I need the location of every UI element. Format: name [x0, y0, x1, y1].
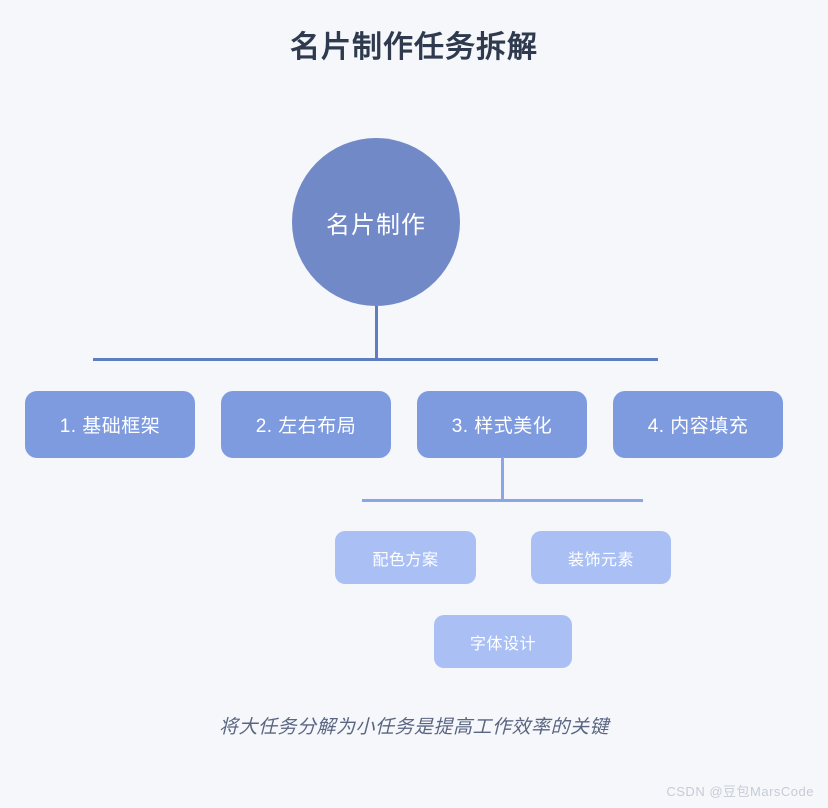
level2-node-2[interactable]: 装饰元素	[531, 531, 671, 584]
connector-level2-stem	[501, 457, 504, 501]
connector-level2-bar	[362, 499, 643, 502]
connector-root-stem	[375, 306, 378, 359]
level2-node-2-label: 装饰元素	[567, 551, 634, 569]
level1-node-2-label: 2. 左右布局	[255, 416, 357, 437]
watermark: CSDN @豆包MarsCode	[666, 784, 814, 799]
diagram-caption: 将大任务分解为小任务是提高工作效率的关键	[218, 717, 609, 738]
page-title: 名片制作任务拆解	[290, 31, 538, 64]
level1-node-2[interactable]: 2. 左右布局	[221, 391, 391, 458]
level2-node-3[interactable]: 字体设计	[434, 615, 572, 668]
level1-node-4-label: 4. 内容填充	[647, 416, 749, 437]
level2-node-1[interactable]: 配色方案	[335, 531, 476, 584]
root-node-label: 名片制作	[326, 211, 426, 239]
level2-node-1-label: 配色方案	[372, 551, 439, 569]
level1-node-4[interactable]: 4. 内容填充	[613, 391, 783, 458]
root-node[interactable]: 名片制作	[292, 138, 460, 306]
level1-node-1[interactable]: 1. 基础框架	[25, 391, 195, 458]
level2-node-3-label: 字体设计	[469, 635, 536, 653]
level1-node-3[interactable]: 3. 样式美化	[417, 391, 587, 458]
level1-node-1-label: 1. 基础框架	[59, 416, 161, 437]
level1-node-3-label: 3. 样式美化	[451, 416, 553, 437]
connector-level1-bar	[93, 358, 658, 361]
